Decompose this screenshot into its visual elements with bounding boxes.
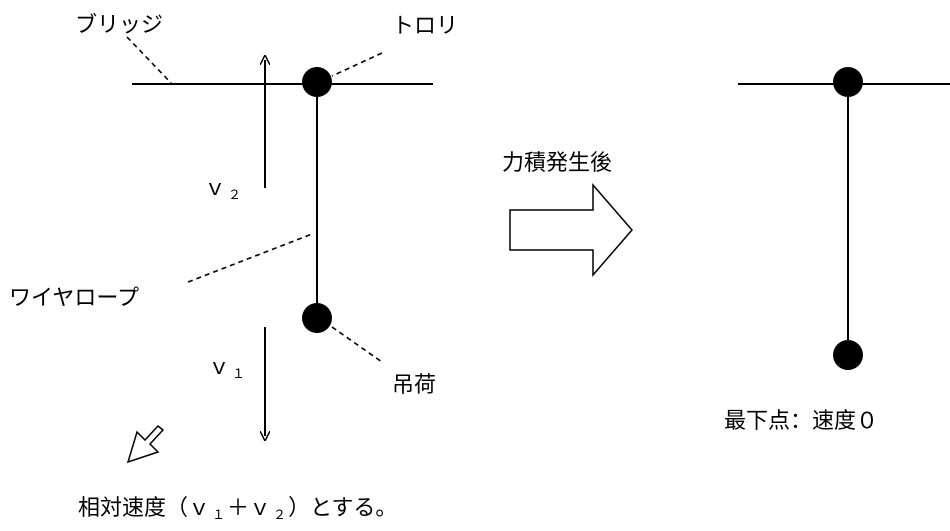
lowest-point-label: 最下点：速度０ — [724, 409, 878, 434]
trolley-label: トロリ — [392, 14, 458, 39]
load-node-after — [833, 340, 863, 370]
v1-subscript: １ — [232, 367, 245, 382]
bridge-label: ブリッジ — [75, 13, 163, 38]
v1-main-text: ｖ — [208, 355, 230, 380]
load-label: 吊荷 — [392, 373, 436, 398]
trolley-node — [302, 67, 332, 97]
wire-rope-leader-line — [187, 233, 313, 283]
note-sub2: ２ — [273, 508, 286, 523]
note-sub1: １ — [212, 508, 225, 523]
v2-subscript: ２ — [228, 188, 241, 203]
note-prefix: 相対速度（ｖ — [78, 496, 210, 521]
load-leader-line — [331, 326, 383, 363]
note-suffix: ）とする。 — [288, 496, 397, 521]
relative-direction-arrow-icon — [126, 424, 165, 464]
note-mid: ＋ｖ — [227, 496, 271, 521]
bridge-leader-line — [126, 36, 173, 85]
transition: 力積発生後 — [502, 151, 633, 278]
after-impulse-diagram: 最下点：速度０ — [724, 67, 950, 434]
v2-main-text: ｖ — [204, 176, 226, 201]
trolley-leader-line — [331, 52, 383, 77]
after-impulse-label: 力積発生後 — [502, 151, 612, 176]
wire-rope-label: ワイヤロープ — [9, 286, 139, 311]
trolley-node-after — [833, 67, 863, 97]
transition-arrow-icon — [509, 182, 633, 278]
load-node — [302, 303, 332, 333]
